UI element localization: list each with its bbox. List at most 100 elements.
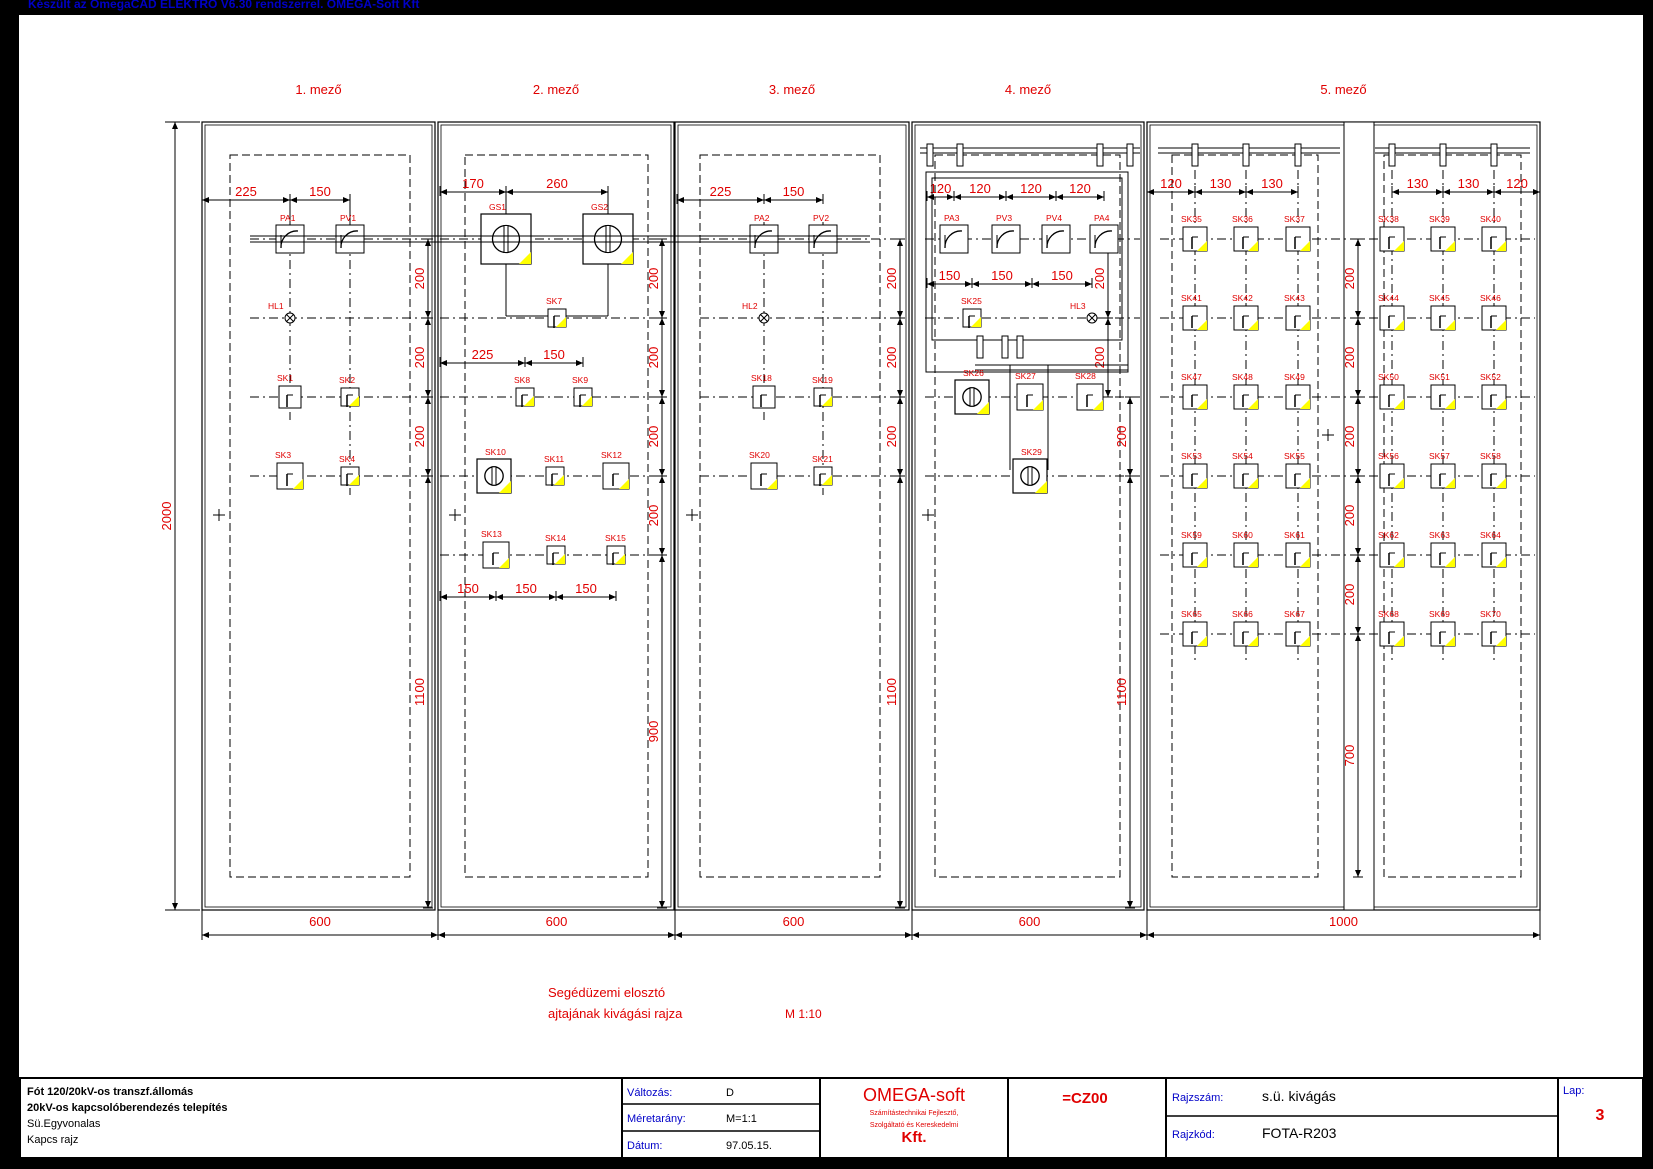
rotary-handle — [503, 225, 509, 253]
device-label: SK67 — [1284, 609, 1305, 619]
highlight-corner — [1197, 399, 1207, 409]
highlight-corner — [1394, 320, 1404, 330]
highlight-corner — [1394, 636, 1404, 646]
highlight-corner — [555, 554, 565, 564]
highlight-corner — [1496, 320, 1506, 330]
highlight-corner — [1197, 636, 1207, 646]
dim-label: 120 — [1069, 181, 1091, 196]
dim-label: 130 — [1210, 176, 1232, 191]
highlight-corner — [971, 317, 981, 327]
device-label: SK47 — [1181, 372, 1202, 382]
dim-label: 200 — [1342, 347, 1357, 369]
dim-label: 1100 — [1114, 678, 1129, 706]
dim-arrow — [290, 197, 350, 203]
device-label: SK25 — [961, 296, 982, 306]
cabinet-door-inner-2 — [440, 124, 672, 908]
meter-pv3: PV3 — [991, 213, 1021, 254]
switch-sk19: SK19 — [812, 375, 833, 407]
switch-sk27: SK27 — [1015, 371, 1044, 411]
switch-sk35: SK35 — [1181, 214, 1208, 252]
highlight-corner — [1248, 399, 1258, 409]
cutout-area — [464, 154, 649, 878]
title-block-frame — [19, 1077, 1644, 1159]
rotary-handle — [491, 466, 497, 486]
dim-label: 200 — [1342, 268, 1357, 290]
terminal — [1016, 335, 1024, 359]
highlight-corner — [556, 317, 566, 327]
dim-label: 225 — [235, 184, 257, 199]
highlight-corner — [1445, 241, 1455, 251]
cabinet-door-inner-3 — [677, 124, 907, 908]
conduit-frame — [925, 171, 1129, 373]
switch-sk69: SK69 — [1429, 609, 1456, 647]
meter-box — [939, 224, 969, 254]
highlight-corner — [1248, 320, 1258, 330]
dim-arrow — [525, 360, 583, 366]
dim-arrow — [440, 189, 506, 195]
device-label: PA1 — [280, 213, 296, 223]
device-label: SK14 — [545, 533, 566, 543]
device-label: SK63 — [1429, 530, 1450, 540]
highlight-corner — [1248, 557, 1258, 567]
meter-box — [1041, 224, 1071, 254]
device-label: GS2 — [591, 202, 608, 212]
rotary-sk29: SK29 — [1012, 447, 1048, 494]
switch-sk44: SK44 — [1378, 293, 1405, 331]
highlight-corner — [582, 396, 592, 406]
rotary-sk26: SK26 — [954, 368, 990, 415]
rotary-handle — [605, 225, 611, 253]
rail-clamp — [926, 143, 934, 167]
highlight-corner — [1300, 636, 1310, 646]
device-label: GS1 — [489, 202, 506, 212]
highlight-corner — [293, 479, 303, 489]
rail-clamp — [1439, 143, 1447, 167]
switch-sk46: SK46 — [1480, 293, 1507, 331]
cabinet-door-inner-1 — [204, 124, 433, 908]
highlight-corner — [499, 481, 511, 493]
switch-sk59: SK59 — [1181, 530, 1208, 568]
switch-sk70: SK70 — [1480, 609, 1507, 647]
highlight-corner — [1496, 636, 1506, 646]
device-label: SK18 — [751, 373, 772, 383]
switch-sk3: SK3 — [275, 450, 304, 490]
switch-sk65: SK65 — [1181, 609, 1208, 647]
meter-pv4: PV4 — [1041, 213, 1071, 254]
device-label: SK46 — [1480, 293, 1501, 303]
switch-box — [1076, 383, 1104, 411]
cutout-area — [229, 154, 411, 878]
device-label: SK61 — [1284, 530, 1305, 540]
switch-box — [278, 385, 302, 409]
dim-label: 130 — [1407, 176, 1429, 191]
device-label: SK29 — [1021, 447, 1042, 457]
device-label: SK60 — [1232, 530, 1253, 540]
device-label: SK15 — [605, 533, 626, 543]
company-name: OMEGA-soft — [863, 1085, 965, 1105]
device-label: HL2 — [742, 301, 758, 311]
highlight-corner — [1248, 241, 1258, 251]
cabinet-door-3 — [674, 121, 910, 911]
switch-sk68: SK68 — [1378, 609, 1405, 647]
highlight-corner — [1300, 557, 1310, 567]
device-label: HL1 — [268, 301, 284, 311]
device-label: SK28 — [1075, 371, 1096, 381]
switch-sk67: SK67 — [1284, 609, 1311, 647]
device-label: SK2 — [339, 375, 355, 385]
dim-label: 150 — [457, 581, 479, 596]
device-label: SK4 — [339, 454, 355, 464]
device-label: SK3 — [275, 450, 291, 460]
lamp-cross — [286, 314, 294, 322]
header-text: Készült az OmegaCAD ELEKTRO V6.30 rendsz… — [28, 0, 419, 11]
drawing-no-label: Rajzszám: — [1172, 1092, 1223, 1104]
device-label: SK12 — [601, 450, 622, 460]
switch-sk8: SK8 — [514, 375, 535, 407]
conduit-frame — [931, 177, 1123, 341]
device-label: SK35 — [1181, 214, 1202, 224]
panel-label: 4. mező — [1005, 82, 1051, 97]
device-label: HL3 — [1070, 301, 1086, 311]
switch-sk43: SK43 — [1284, 293, 1311, 331]
dim-label: 200 — [646, 505, 661, 527]
switch-sk56: SK56 — [1378, 451, 1405, 489]
dim-arrow — [1032, 281, 1092, 287]
panel-label: 5. mező — [1320, 82, 1366, 97]
